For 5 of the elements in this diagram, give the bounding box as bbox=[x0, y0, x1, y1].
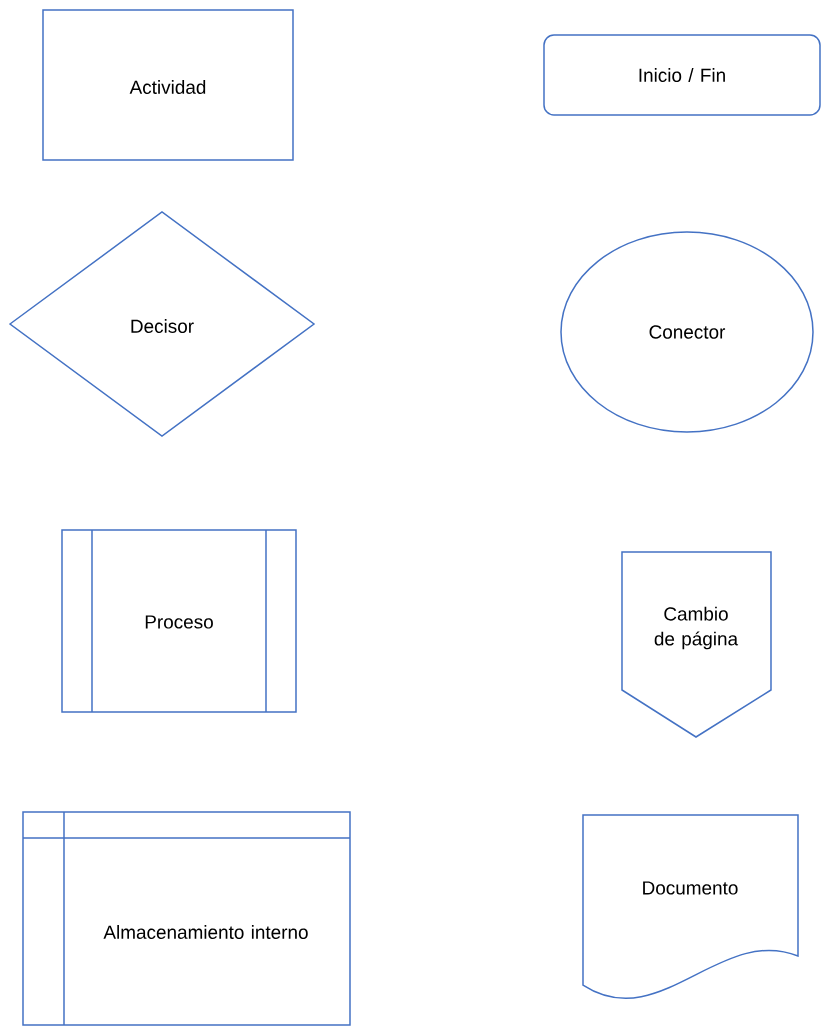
off-page-connector: Cambio de página bbox=[621, 551, 772, 738]
activity-box: Actividad bbox=[42, 9, 294, 161]
terminator-box: Inicio / Fin bbox=[543, 34, 821, 116]
internal-storage-box: Almacenamiento interno bbox=[22, 811, 351, 1026]
predefined-process-box: Proceso bbox=[61, 529, 297, 713]
